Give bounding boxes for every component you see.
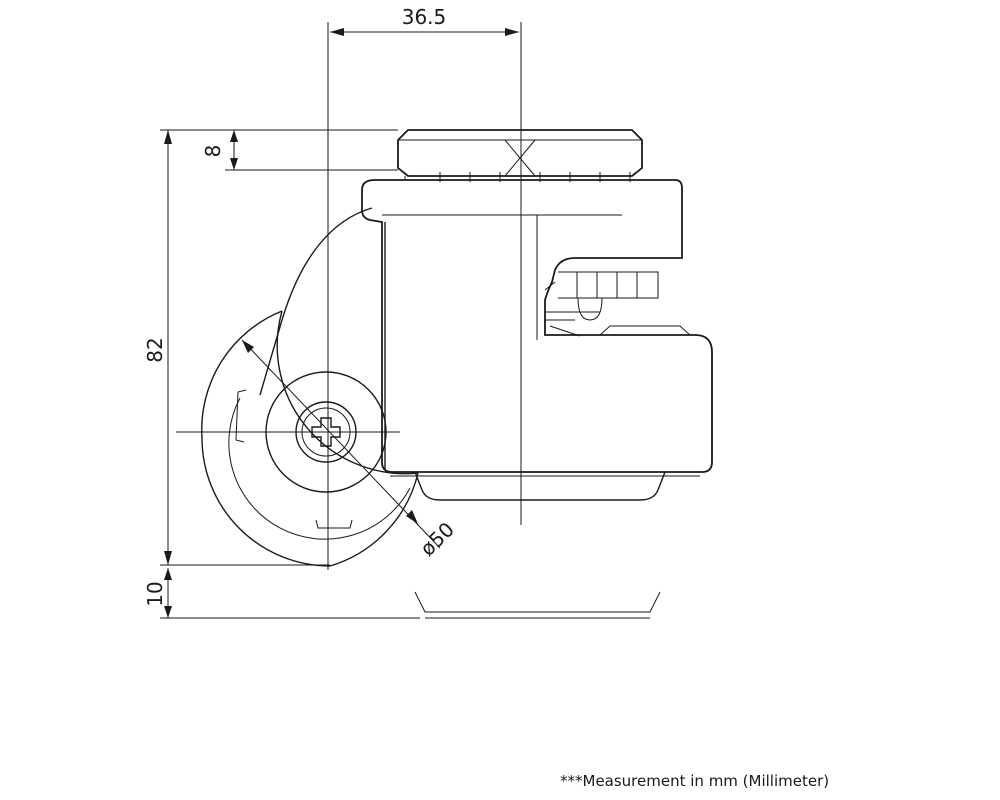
- measurement-unit-note: ***Measurement in mm (Millimeter): [560, 772, 830, 790]
- centerlines: [176, 22, 522, 570]
- dimension-label-nut-height: 8: [201, 145, 225, 158]
- leveling-pad-lowered-outline: [414, 591, 661, 619]
- dimension-label-lift-height: 10: [143, 581, 167, 606]
- top-hex-nut: [397, 129, 643, 182]
- dimension-label-width: 36.5: [402, 5, 447, 29]
- phillips-screw-icon: [311, 417, 341, 447]
- caster-fork: [259, 207, 386, 470]
- caster-body: [361, 179, 713, 501]
- dimension-nut-height: 8: [201, 129, 398, 171]
- dimension-label-wheel-diameter: ø50: [415, 517, 459, 560]
- dimension-lift-height: 10: [143, 568, 420, 619]
- dimension-total-height: 82: [143, 129, 330, 566]
- dimension-width-offset: 36.5: [330, 5, 519, 36]
- dimension-label-total-height: 82: [143, 337, 167, 362]
